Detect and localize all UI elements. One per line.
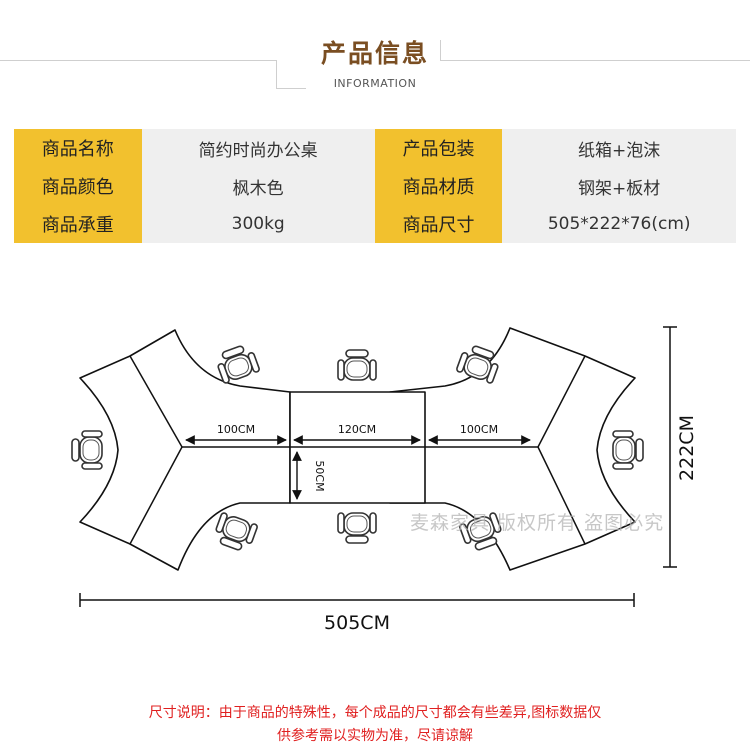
spec-value: 300kg (141, 205, 375, 243)
spec-value: 钢架+板材 (502, 167, 736, 205)
size-note-line-1: 尺寸说明：由于商品的特殊性，每个成品的尺寸都会有些差异,图标数据仅 (148, 705, 602, 721)
dim-height-label: 222CM (676, 415, 698, 481)
outer-dimension-lines (79, 326, 677, 607)
dim-left-label: 100CM (217, 423, 255, 436)
page-subtitle: INFORMATION (333, 77, 417, 90)
dim-depth-label: 50CM (313, 460, 326, 491)
spec-label: 商品承重 (14, 205, 142, 243)
spec-value: 505*222*76(cm) (502, 205, 736, 243)
chair-icon (213, 341, 261, 385)
spec-label: 产品包装 (374, 129, 503, 167)
spec-value: 简约时尚办公桌 (141, 129, 375, 167)
desk-partitions (129, 355, 586, 545)
spec-label: 商品颜色 (14, 167, 142, 205)
spec-label: 商品名称 (14, 129, 142, 167)
spec-value: 枫木色 (141, 167, 375, 205)
table-row: 商品名称 简约时尚办公桌 产品包装 纸箱+泡沫 (14, 129, 736, 167)
dimension-arrows (185, 435, 531, 500)
page-title: 产品信息 (320, 39, 429, 68)
header-line-right (440, 60, 750, 61)
size-note-line-2: 供参考需以实物为准，尽请谅解 (277, 728, 473, 744)
spec-table: 商品名称 简约时尚办公桌 产品包装 纸箱+泡沫 商品颜色 枫木色 商品材质 钢架… (14, 129, 736, 243)
chair-icon (211, 511, 259, 555)
spec-value: 纸箱+泡沫 (502, 129, 736, 167)
chair-icon (337, 512, 377, 544)
spec-label: 商品材质 (374, 167, 503, 205)
spec-label: 商品尺寸 (374, 205, 503, 243)
chair-icon (612, 430, 644, 470)
dim-mid-label: 120CM (338, 423, 376, 436)
header-line-left (0, 60, 276, 61)
chair-icon (337, 349, 377, 381)
header-line-left-drop (276, 60, 277, 88)
desk-left-wing (79, 329, 291, 571)
watermark: 麦森家具 版权所有 盗图必究 (410, 512, 665, 534)
table-row: 商品承重 300kg 商品尺寸 505*222*76(cm) (14, 205, 736, 243)
dim-right-label: 100CM (460, 423, 498, 436)
desk-outline (79, 327, 636, 571)
header-line-right-rise (440, 40, 441, 60)
dim-width-label: 505CM (324, 612, 390, 634)
chair-icon (71, 430, 103, 470)
table-row: 商品颜色 枫木色 商品材质 钢架+板材 (14, 167, 736, 205)
header-line-left-bottom (276, 88, 306, 89)
